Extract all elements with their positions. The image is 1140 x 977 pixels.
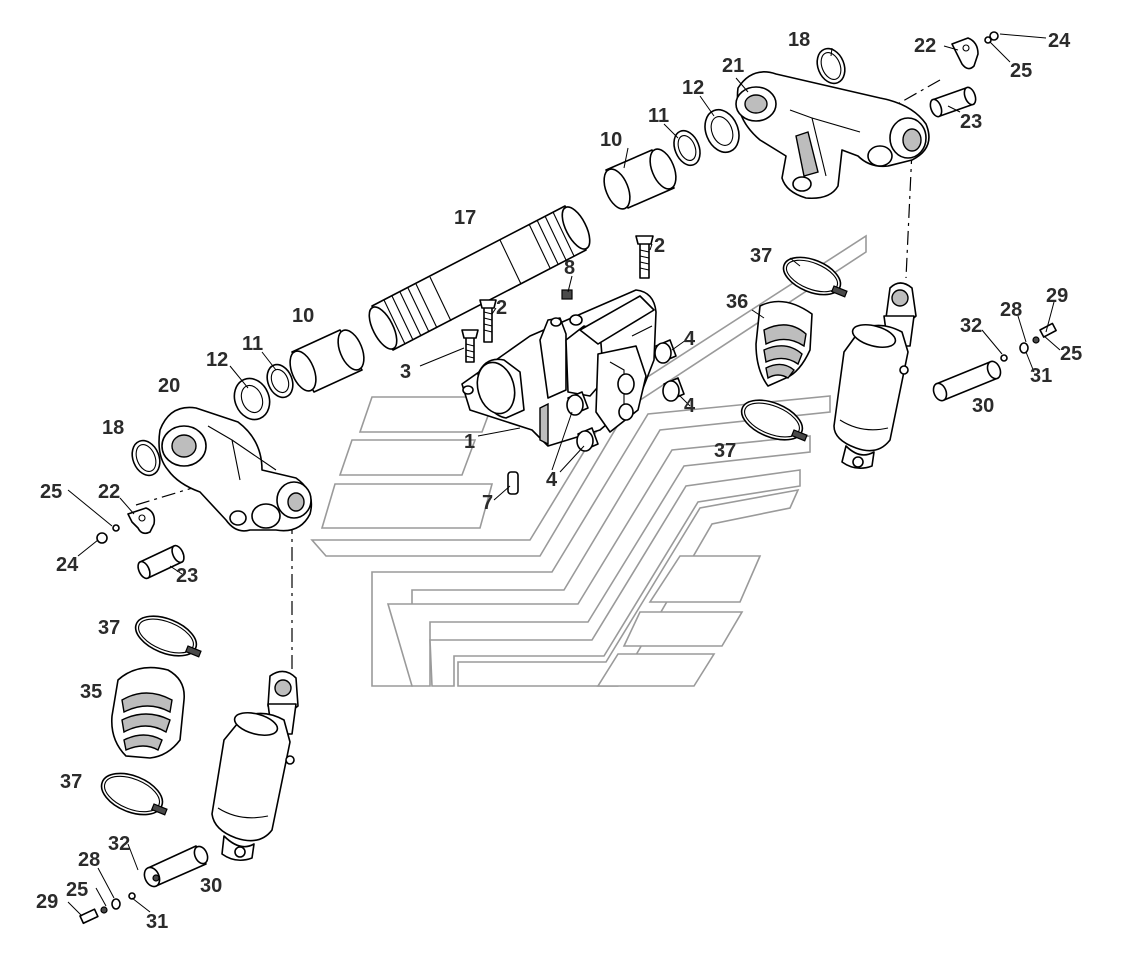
callout-37: 37 xyxy=(60,771,82,793)
callout-24: 24 xyxy=(1048,30,1071,52)
rubber-boot-36 xyxy=(755,300,813,387)
bolt-2-right xyxy=(635,235,654,279)
hydraulic-cylinder-right xyxy=(833,282,917,470)
hose-clamp-37-lower-left xyxy=(100,772,168,816)
callout-7: 7 xyxy=(482,492,493,514)
callout-18: 18 xyxy=(788,29,810,51)
callout-37: 37 xyxy=(750,245,772,267)
callout-10: 10 xyxy=(292,305,314,327)
bolt-2-left xyxy=(479,299,497,343)
callouts: 18 22 24 21 25 12 11 23 10 17 2 37 8 2 3… xyxy=(36,29,1082,933)
hydraulic-cylinder-left xyxy=(211,670,299,862)
callout-4: 4 xyxy=(684,395,696,417)
bushing-right xyxy=(603,148,677,210)
pin-23-left xyxy=(137,544,185,580)
callout-25: 25 xyxy=(1060,343,1082,365)
callout-30: 30 xyxy=(200,875,222,897)
callout-32: 32 xyxy=(960,315,982,337)
callout-35: 35 xyxy=(80,681,102,703)
callout-23: 23 xyxy=(960,111,982,133)
lock-plate-22-right xyxy=(951,37,979,70)
callout-28: 28 xyxy=(78,849,100,871)
callout-4: 4 xyxy=(546,469,558,491)
hose-clamp-37-upper-left xyxy=(134,615,202,658)
callout-3: 3 xyxy=(400,361,411,383)
callout-37: 37 xyxy=(98,617,120,639)
bushing-left xyxy=(289,329,365,393)
callout-8: 8 xyxy=(564,257,575,279)
washer-12-right xyxy=(704,108,740,154)
callout-25: 25 xyxy=(66,879,88,901)
callout-12: 12 xyxy=(206,349,228,371)
callout-11: 11 xyxy=(242,333,263,355)
screw-24-right xyxy=(984,31,999,44)
hose-clamp-37-upper-right xyxy=(782,256,848,298)
central-housing xyxy=(461,289,657,447)
bushing-4-a xyxy=(566,391,589,416)
callout-22: 22 xyxy=(914,35,936,57)
pin-30-left xyxy=(143,845,209,888)
rubber-boot-35 xyxy=(110,666,185,759)
callout-12: 12 xyxy=(682,77,704,99)
screw-24-left xyxy=(96,524,120,544)
pin-23-right xyxy=(929,86,977,118)
circlip-18-right xyxy=(816,47,846,85)
callout-31: 31 xyxy=(146,911,168,933)
right-lever-arm xyxy=(735,71,930,200)
left-lever-arm xyxy=(158,406,313,532)
pin-30-right xyxy=(932,360,1002,402)
plug-8 xyxy=(561,289,573,300)
circlip-18-left xyxy=(131,439,161,477)
callout-31: 31 xyxy=(1030,365,1052,387)
callout-29: 29 xyxy=(1046,285,1068,307)
splined-shaft xyxy=(368,205,591,351)
bolt-3 xyxy=(461,329,479,363)
callout-28: 28 xyxy=(1000,299,1022,321)
watermark-logo xyxy=(310,234,867,687)
callout-2: 2 xyxy=(654,235,665,257)
callout-37: 37 xyxy=(714,440,736,462)
callout-30: 30 xyxy=(972,395,994,417)
callout-1: 1 xyxy=(464,431,475,453)
washer-11-right xyxy=(673,129,701,167)
bushing-4-b xyxy=(576,427,599,452)
callout-11: 11 xyxy=(648,105,669,127)
callout-25: 25 xyxy=(40,481,62,503)
callout-25: 25 xyxy=(1010,60,1032,82)
callout-24: 24 xyxy=(56,554,79,576)
callout-2: 2 xyxy=(496,297,507,319)
callout-32: 32 xyxy=(108,833,130,855)
callout-22: 22 xyxy=(98,481,120,503)
small-hardware-left xyxy=(79,892,136,925)
hose-clamp-37-lower-right xyxy=(740,399,808,442)
bushing-4-d xyxy=(662,377,685,402)
callout-20: 20 xyxy=(158,375,180,397)
callout-17: 17 xyxy=(454,207,476,229)
dowel-pin-7 xyxy=(507,471,519,495)
callout-23: 23 xyxy=(176,565,198,587)
callout-29: 29 xyxy=(36,891,58,913)
bushing-4-c xyxy=(654,339,677,364)
callout-18: 18 xyxy=(102,417,124,439)
lock-plate-22-left xyxy=(127,507,156,535)
small-hardware-right xyxy=(1000,322,1057,362)
callout-10: 10 xyxy=(600,129,622,151)
callout-21: 21 xyxy=(722,55,744,77)
washer-11-left xyxy=(266,363,294,399)
leader-lines xyxy=(67,33,1061,917)
callout-4: 4 xyxy=(684,328,696,350)
callout-36: 36 xyxy=(726,291,748,313)
